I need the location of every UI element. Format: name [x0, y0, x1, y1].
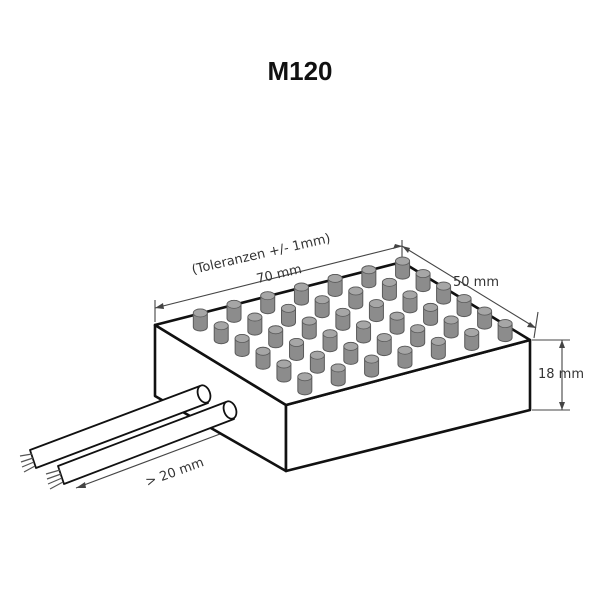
pin-1-5: [381, 277, 397, 301]
pin-2-2: [301, 316, 317, 340]
pin-2-3: [335, 307, 351, 331]
pin-0-5: [361, 265, 377, 289]
pin-3-0: [255, 346, 271, 370]
pin-5-1: [330, 363, 346, 387]
length-label: 70 mm: [255, 262, 303, 287]
pin-4-3: [376, 333, 392, 357]
pin-1-3: [314, 295, 330, 319]
pin-0-6: [395, 256, 411, 280]
pin-2-4: [368, 299, 384, 323]
cable-lower: [57, 400, 238, 485]
diagram-title: M120: [267, 56, 333, 86]
pin-3-2: [322, 329, 338, 353]
height-label: 18 mm: [538, 367, 584, 382]
pin-0-1: [226, 299, 242, 323]
pin-1-4: [348, 286, 364, 310]
pin-5-2: [364, 354, 380, 378]
pin-3-1: [289, 338, 305, 362]
pin-3-4: [389, 311, 405, 335]
pin-5-3: [397, 345, 413, 369]
cable-strands-lower: [45, 469, 64, 490]
pin-1-1: [247, 312, 263, 336]
dimension-arrows: [76, 244, 565, 488]
pin-5-5: [464, 328, 480, 352]
pin-2-6: [436, 281, 452, 305]
cable-strands-upper: [19, 453, 36, 473]
pin-2-1: [268, 325, 284, 349]
pin-4-1: [309, 350, 325, 374]
arrow-height-top: [559, 340, 565, 348]
pin-1-0: [213, 321, 229, 345]
pin-4-2: [343, 341, 359, 365]
arrow-cable: [76, 482, 86, 488]
cables: [19, 384, 238, 490]
pin-grid: [192, 256, 513, 396]
width-label: 50 mm: [453, 275, 499, 290]
cable-dimension-line: [75, 427, 237, 489]
arrow-width-right: [527, 322, 536, 328]
pin-0-2: [260, 291, 276, 315]
arrow-length-right: [393, 244, 402, 249]
pin-5-0: [297, 372, 313, 396]
pin-4-5: [443, 315, 459, 339]
pin-5-4: [430, 336, 446, 360]
pin-0-3: [293, 282, 309, 306]
pin-4-6: [477, 306, 493, 330]
arrow-height-bottom: [559, 402, 565, 410]
width-extension: [533, 311, 539, 339]
pin-1-2: [281, 303, 297, 327]
pin-2-0: [234, 334, 250, 358]
pin-0-4: [327, 273, 343, 297]
arrow-width-left: [402, 246, 410, 253]
cable-label: > 20 mm: [144, 455, 206, 490]
length-dimension-line: [154, 245, 403, 309]
arrow-length-left: [155, 303, 164, 309]
pin-4-0: [276, 359, 292, 383]
pin-3-6: [456, 294, 472, 318]
pin-4-4: [410, 324, 426, 348]
pin-5-6: [497, 319, 513, 343]
pin-1-6: [415, 269, 431, 293]
pin-2-5: [402, 290, 418, 314]
pin-3-3: [356, 320, 372, 344]
pin-0-0: [192, 308, 208, 332]
pin-3-5: [423, 302, 439, 326]
width-dimension-line: [401, 245, 537, 329]
